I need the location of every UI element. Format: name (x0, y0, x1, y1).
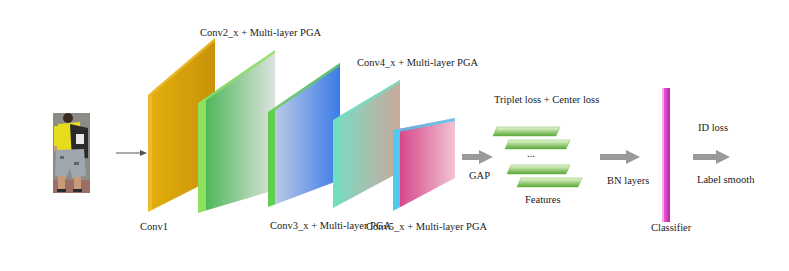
block-side (268, 107, 275, 207)
conv-block: Conv3_x + Multi-layer PGA (268, 63, 340, 207)
label-holder: ... (527, 148, 535, 161)
edge-label: BN layers (607, 175, 649, 188)
block-top (275, 63, 340, 110)
block-top (206, 50, 275, 100)
feature-bar (507, 165, 570, 174)
block-face (152, 38, 215, 210)
label-holder: Triplet loss + Center loss (494, 94, 599, 107)
block-top (340, 80, 400, 119)
conv-block: Conv2_x + Multi-layer PGA (198, 50, 275, 213)
conv-block: Conv5_x + Multi-layer PGA (393, 118, 455, 211)
shorts-pattern (60, 156, 64, 159)
node-label: Classifier (651, 222, 691, 235)
node-label: Conv4_x + Multi-layer PGA (357, 57, 478, 70)
block-face (275, 63, 340, 204)
edge-label-holder: GAP (469, 170, 490, 183)
node-label: Features (525, 194, 561, 207)
person-photo (53, 113, 90, 193)
shorts-pattern (74, 162, 79, 165)
block-face (206, 50, 275, 211)
output-arrow (693, 150, 730, 164)
edge-label: GAP (469, 170, 490, 183)
classifier-side (662, 88, 664, 222)
person-shorts (55, 149, 86, 178)
block-top (400, 118, 455, 132)
block-side (333, 116, 340, 208)
label-holder: Label smooth (697, 174, 754, 187)
node-label: Conv2_x + Multi-layer PGA (200, 27, 321, 40)
arrow-shaft (693, 154, 716, 160)
node-label: Conv5_x + Multi-layer PGA (366, 221, 487, 234)
feature-bar (505, 140, 570, 149)
person-shoe (73, 189, 82, 192)
arrow-head (140, 150, 147, 156)
conv-block: Conv1 (148, 38, 215, 212)
annotation-label: Label smooth (697, 174, 754, 187)
feature-bar (517, 178, 582, 187)
input-arrow (116, 150, 147, 156)
person-shoe (57, 189, 66, 192)
edge-label-holder: BN layers (607, 175, 649, 188)
arrow-head (716, 150, 730, 164)
block-face (400, 118, 455, 207)
feature-bar (493, 127, 560, 136)
flow-arrow (600, 154, 626, 160)
block-side (148, 92, 152, 212)
label-holder: ID loss (698, 122, 728, 135)
person-head (63, 113, 73, 123)
person-leg (58, 176, 65, 191)
annotation-label: ID loss (698, 122, 728, 135)
block-top (152, 38, 215, 95)
block-side (393, 129, 400, 211)
arrow-shaft (116, 153, 141, 154)
person-leg (74, 177, 81, 191)
annotation-label: Triplet loss + Center loss (494, 94, 599, 107)
conv-block: Conv4_x + Multi-layer PGA (333, 80, 400, 208)
block-face (340, 80, 400, 204)
block-side (198, 97, 206, 213)
backpack-patch (76, 134, 84, 144)
annotation-label: ... (527, 148, 535, 161)
node-label: Conv1 (140, 221, 168, 234)
flow-arrow (462, 154, 479, 160)
photo-background (53, 113, 90, 193)
classifier-face (662, 88, 670, 222)
feature-bars: Features (493, 125, 582, 188)
classifier-bar: Classifier (662, 88, 670, 222)
